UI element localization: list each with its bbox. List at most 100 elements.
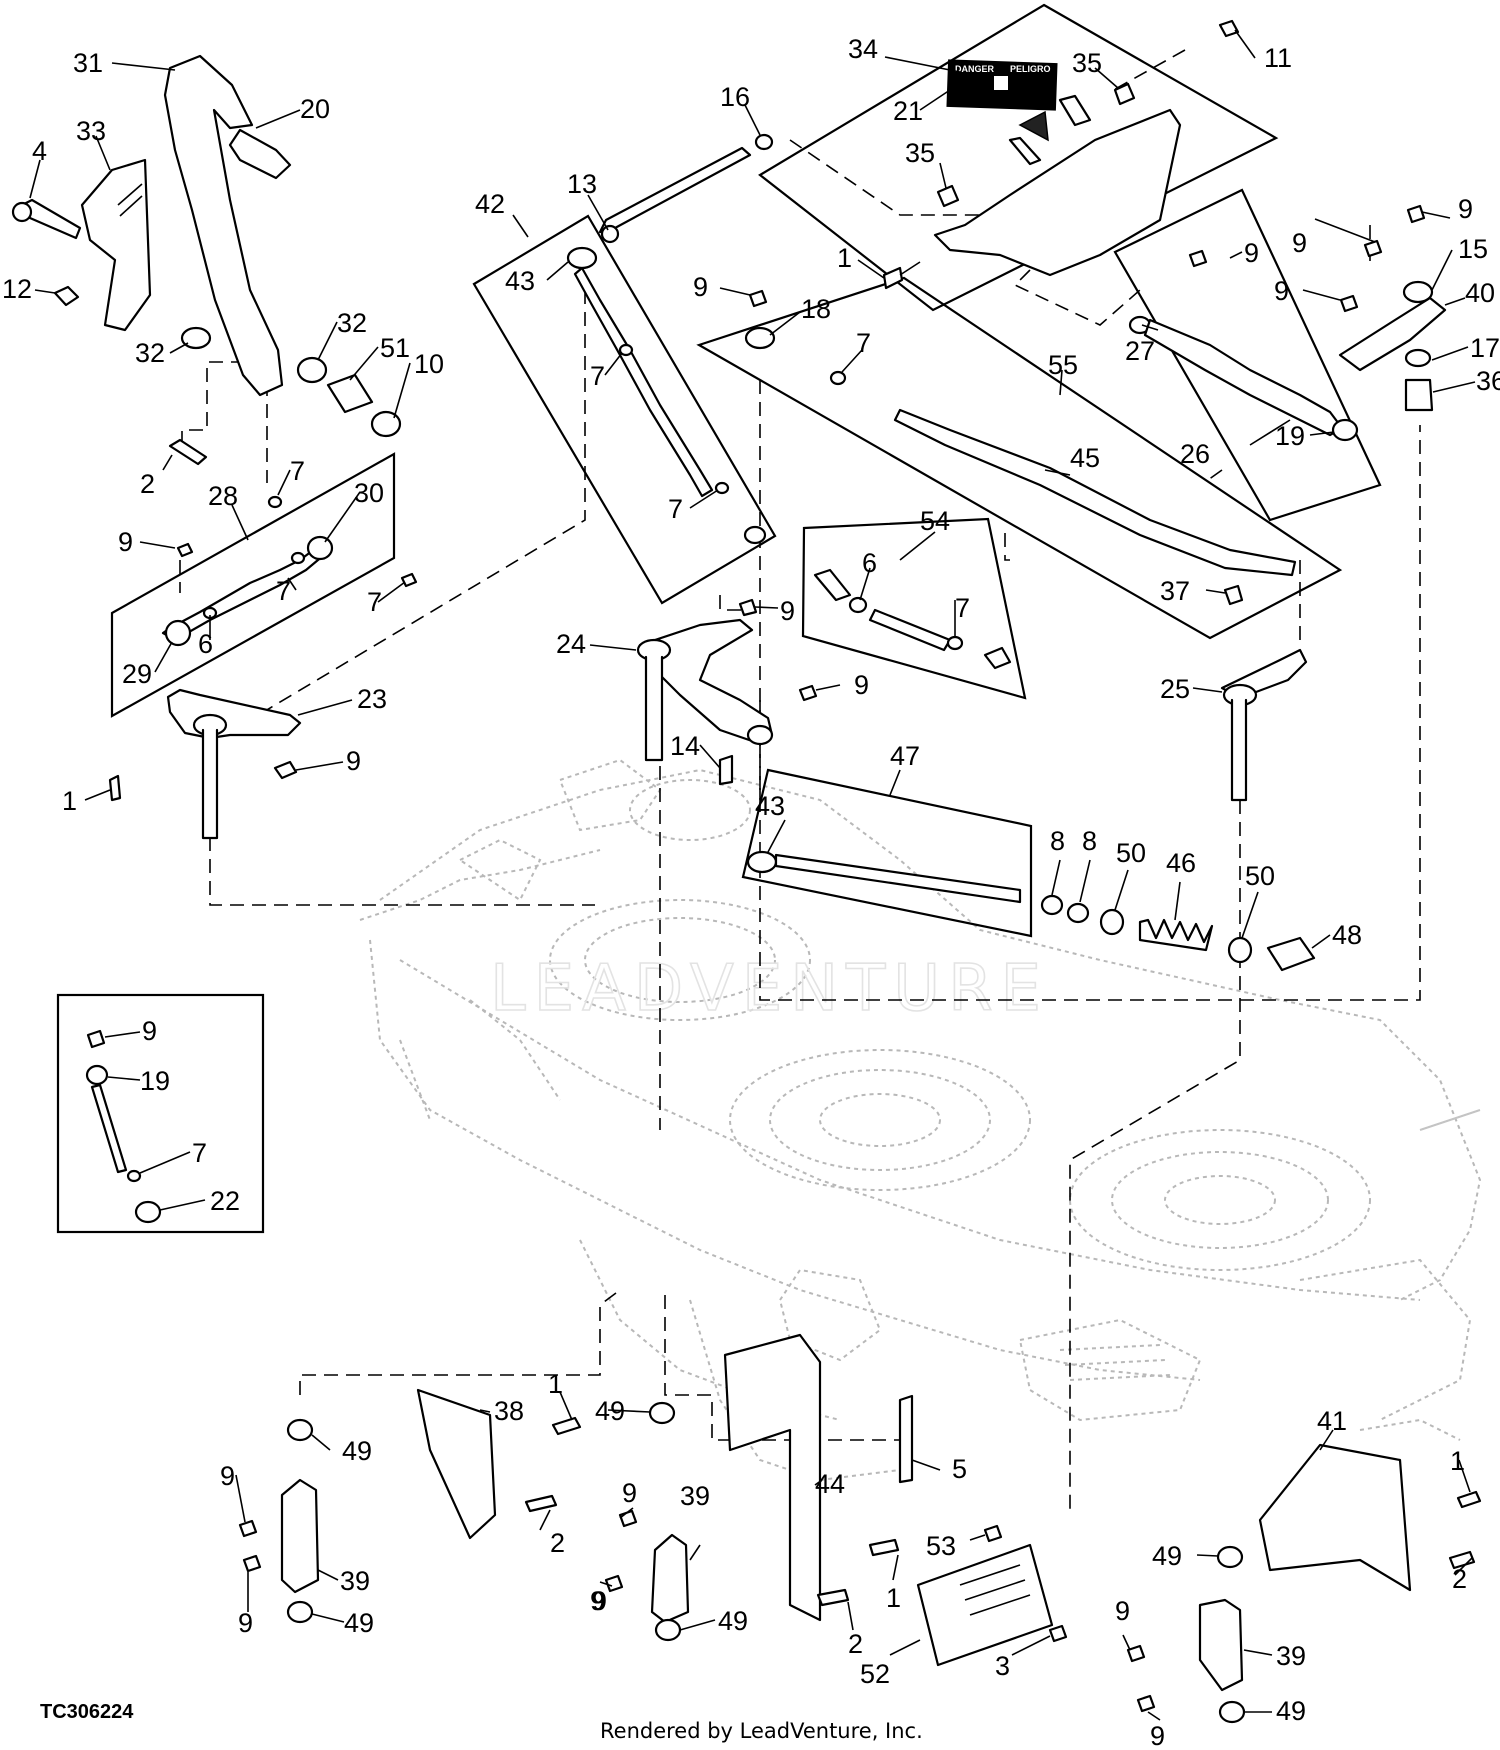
- arm-40: [1338, 296, 1447, 372]
- nut-9-a: [176, 542, 194, 558]
- callout: 9: [346, 746, 361, 776]
- nut-7-d: [714, 481, 730, 495]
- callout: 51: [380, 333, 410, 363]
- nut-9-k: [238, 1519, 258, 1538]
- callout: 7: [590, 361, 605, 391]
- nut-6-b: [848, 596, 868, 614]
- rod-42: [566, 146, 767, 545]
- callout: 43: [755, 791, 785, 821]
- callout: 19: [140, 1066, 170, 1096]
- bolt-2-d: [1448, 1550, 1476, 1570]
- bolt-14: [718, 754, 734, 786]
- callout: 7: [955, 593, 970, 623]
- nut-9-i: [1406, 204, 1426, 224]
- spring-rod-47: [746, 850, 1316, 972]
- pivot-shaft-25: [1230, 698, 1248, 802]
- washer-50-a: [1099, 908, 1125, 936]
- callout: 14: [670, 731, 700, 761]
- bolt-2-b: [524, 1494, 558, 1513]
- callout: 2: [848, 1629, 863, 1659]
- callout: 39: [1276, 1641, 1306, 1671]
- callout: 41: [1317, 1406, 1347, 1436]
- panel-54: [801, 517, 1027, 700]
- callout: 21: [893, 96, 923, 126]
- callout: 49: [718, 1606, 748, 1636]
- ball-joint-42-b: [743, 525, 767, 545]
- callout: 9: [1244, 238, 1259, 268]
- callout: 31: [73, 48, 103, 78]
- callout: 2: [140, 469, 155, 499]
- link-54: [813, 568, 1012, 670]
- linkage-28: [161, 495, 418, 647]
- callout: 49: [342, 1436, 372, 1466]
- shield-41: [1258, 1443, 1412, 1592]
- nut-7-g: [126, 1169, 142, 1183]
- pin-35-a: [936, 184, 960, 208]
- watermark-text: LEADVENTURE: [490, 952, 1049, 1026]
- ball-joint-22: [134, 1200, 162, 1224]
- washer-16: [754, 133, 774, 151]
- callout: 9: [238, 1608, 253, 1638]
- callout: 26: [1180, 439, 1210, 469]
- callout: 34: [848, 34, 878, 64]
- bolt-1-a: [108, 774, 122, 802]
- callout: 9: [1115, 1596, 1130, 1626]
- callout: 36: [1476, 366, 1500, 396]
- callout: 48: [1332, 920, 1362, 950]
- callout: 1: [62, 786, 77, 816]
- washer-15: [1402, 280, 1434, 304]
- bushing-49-a: [286, 1418, 314, 1442]
- callout: 49: [344, 1608, 374, 1638]
- bolt-2-c: [816, 1588, 850, 1607]
- bracket-39-a: [280, 1478, 320, 1594]
- callout: 45: [1070, 443, 1100, 473]
- callout: 38: [494, 1396, 524, 1426]
- ball-joint-43-b: [746, 850, 778, 874]
- callout: 50: [1116, 838, 1146, 868]
- callout: 1: [886, 1583, 901, 1613]
- callout: 9: [622, 1478, 637, 1508]
- clip-37: [1223, 584, 1244, 606]
- callout: 6: [862, 548, 877, 578]
- rod-45: [744, 289, 1297, 606]
- callout: 11: [1264, 43, 1292, 73]
- callout: 13: [567, 169, 597, 199]
- nut-9-m: [618, 1509, 638, 1528]
- nut-9-p: [1136, 1694, 1156, 1713]
- wheel-mounts: [238, 1333, 1482, 1724]
- callout: 49: [1276, 1696, 1306, 1726]
- nut-8-b: [1066, 902, 1090, 924]
- bushing-49-e: [1216, 1545, 1244, 1569]
- bushing-49-c: [648, 1401, 676, 1425]
- callout: 47: [890, 741, 920, 771]
- callout: 1: [837, 243, 852, 273]
- callout: 3: [995, 1651, 1010, 1681]
- callout: 39: [340, 1566, 370, 1596]
- callout: 24: [556, 629, 586, 659]
- callout: 23: [357, 684, 387, 714]
- bushing-36: [1404, 378, 1434, 412]
- nut-8-a: [1040, 894, 1064, 916]
- callout: 2: [1452, 1564, 1467, 1594]
- nut-9-d: [798, 684, 818, 702]
- nut-3: [1048, 1624, 1068, 1643]
- bolt-1-e: [1456, 1490, 1482, 1509]
- washer-50-b: [1227, 936, 1253, 964]
- nut-9-f: [1188, 249, 1208, 268]
- nut-9-b: [273, 760, 298, 780]
- nut-10: [370, 410, 402, 438]
- panel-inset-22: [56, 993, 265, 1234]
- callout: 28: [208, 481, 238, 511]
- callout: 9: [1458, 194, 1473, 224]
- callout: 49: [595, 1396, 625, 1426]
- callout: 15: [1458, 234, 1488, 264]
- group-panels: [56, 3, 1382, 1234]
- ball-joint-29: [164, 619, 192, 647]
- pedal-pad-20: [228, 128, 292, 180]
- callout: 9: [220, 1461, 235, 1491]
- callout: 7: [276, 576, 291, 606]
- callout: 12: [2, 274, 32, 304]
- callout: 39: [680, 1481, 710, 1511]
- panel-55: [696, 276, 1343, 640]
